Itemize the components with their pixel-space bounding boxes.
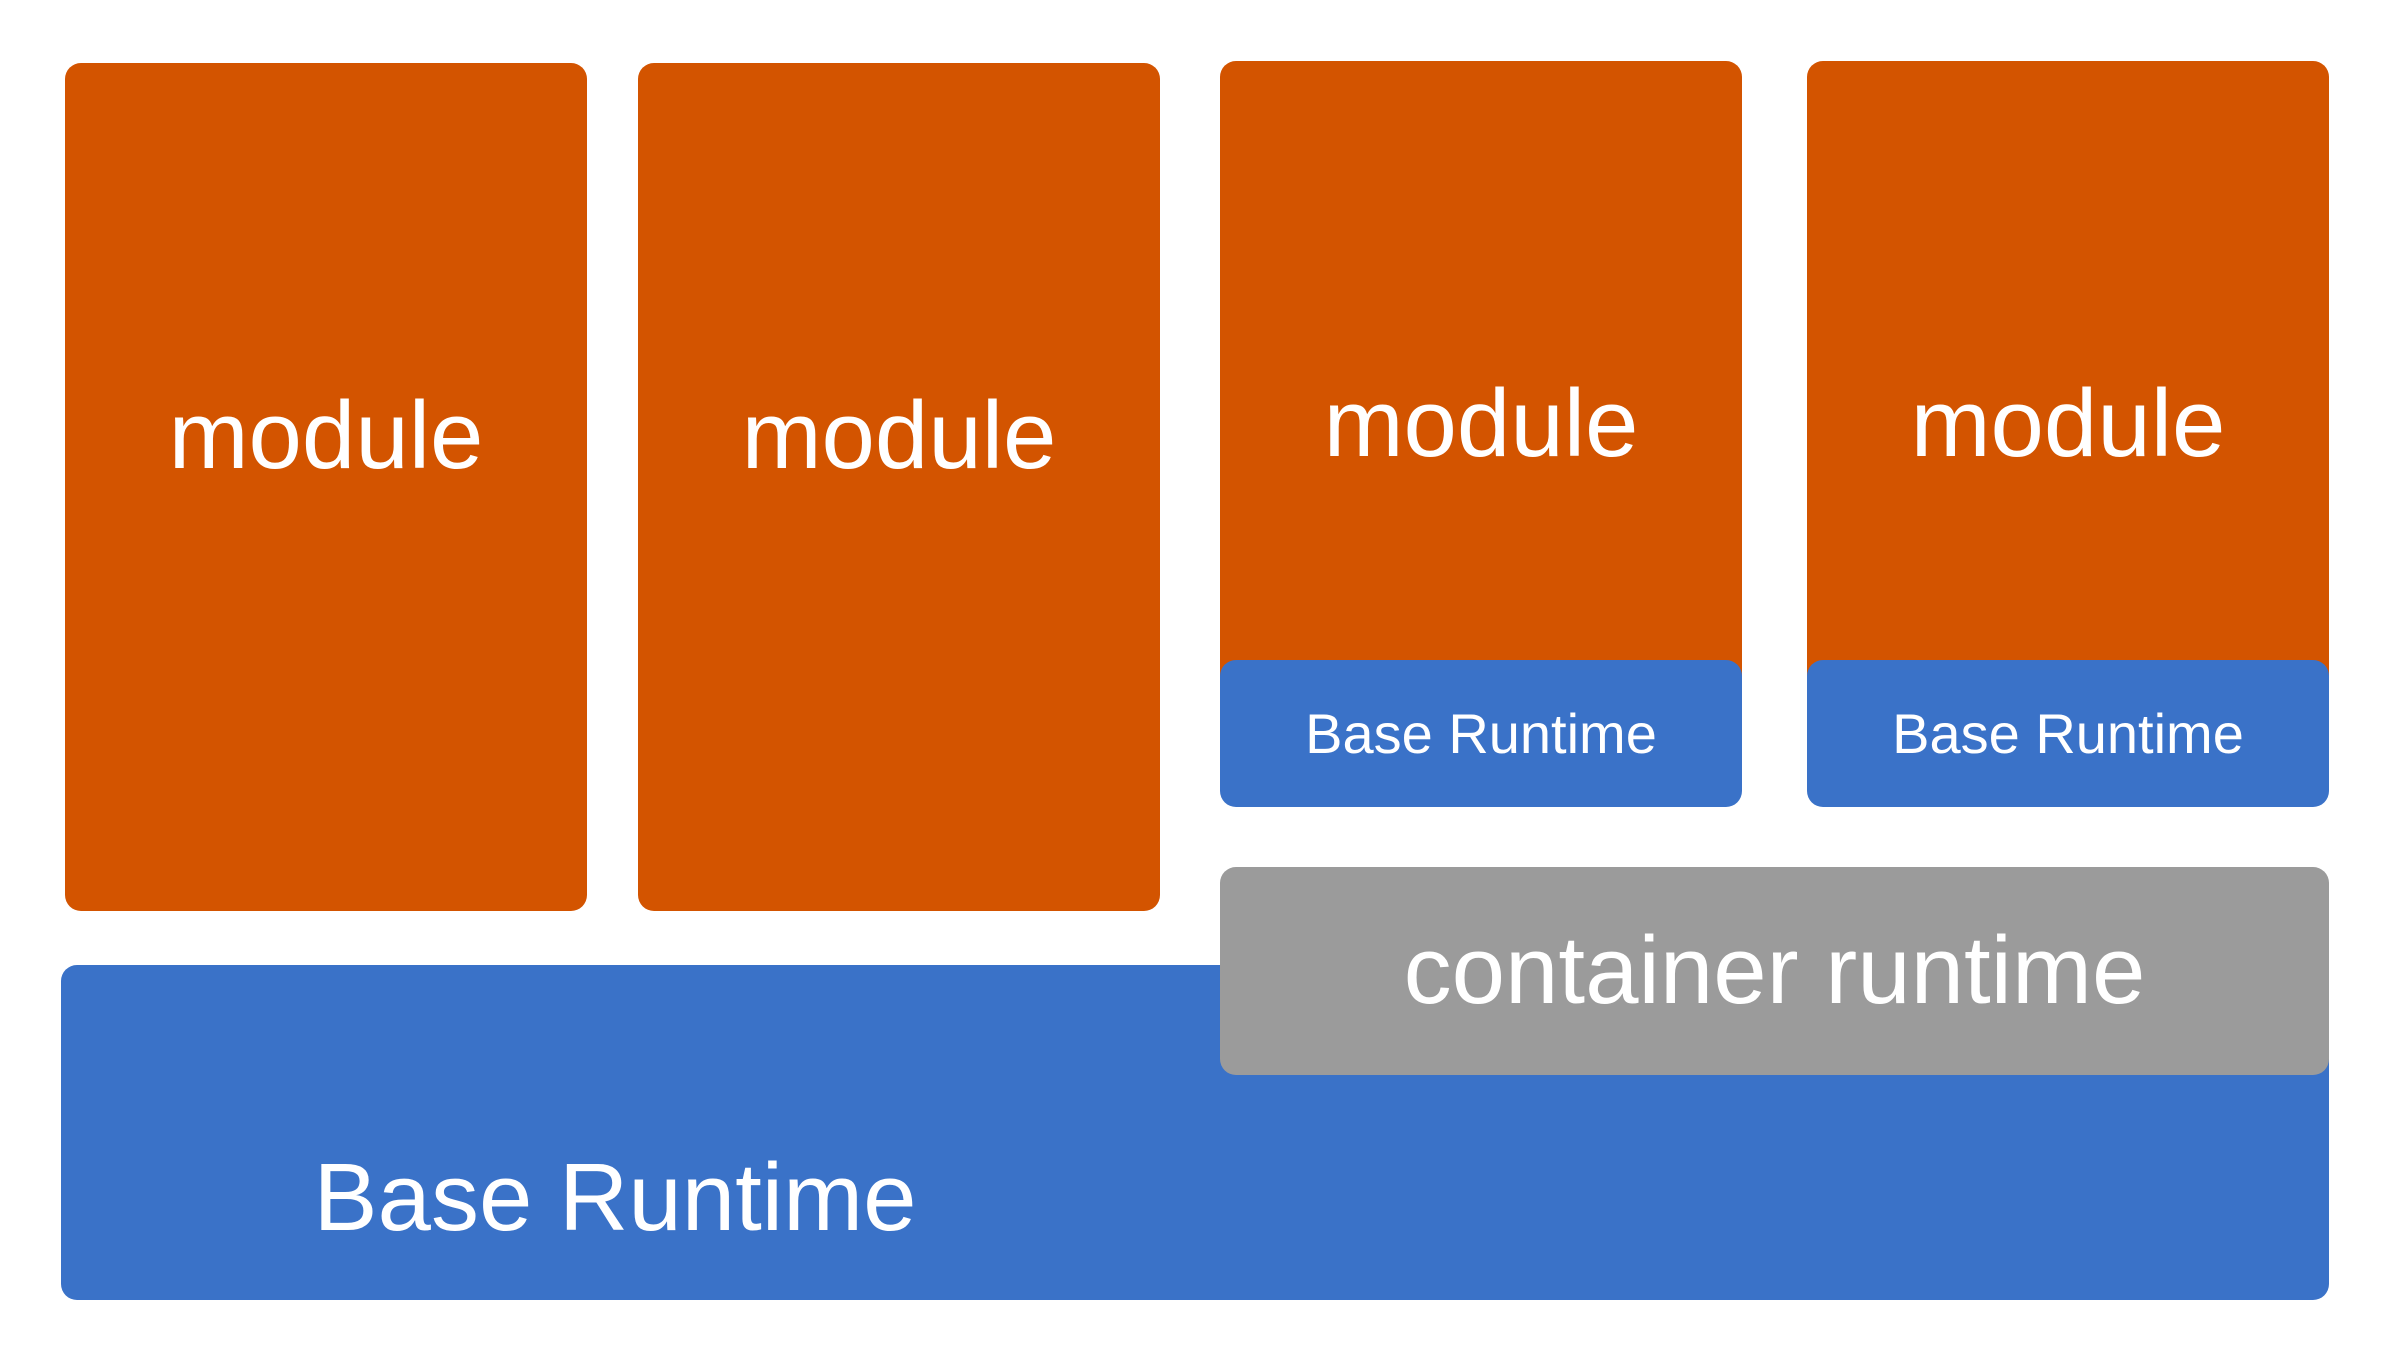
module-label: module <box>741 382 1057 489</box>
module-base-runtime-label: Base Runtime <box>1892 702 2244 765</box>
module-base-runtime-label: Base Runtime <box>1305 702 1657 765</box>
module-base-runtime-3: Base Runtime <box>1220 660 1742 807</box>
module-block-1: module <box>65 63 587 911</box>
container-runtime-layer: container runtime <box>1220 867 2329 1075</box>
module-block-3: module <box>1220 61 1742 721</box>
module-block-4: module <box>1807 61 2329 721</box>
base-runtime-label: Base Runtime <box>313 1144 917 1251</box>
module-label: module <box>1910 370 2226 477</box>
module-base-runtime-4: Base Runtime <box>1807 660 2329 807</box>
module-block-2: module <box>638 63 1160 911</box>
container-runtime-label: container runtime <box>1403 917 2146 1024</box>
module-label: module <box>1323 370 1639 477</box>
module-label: module <box>168 382 484 489</box>
